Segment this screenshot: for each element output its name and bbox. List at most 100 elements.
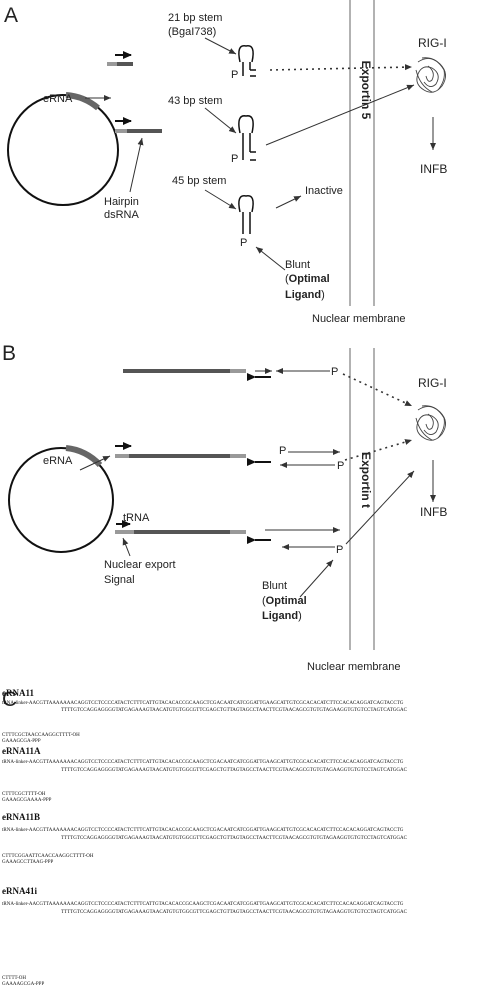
seq-tail2-3: GAAAGCCTTAAG-PPP	[2, 860, 54, 865]
plasmid-b-insert	[65, 445, 103, 468]
arrow-blunt-b	[299, 559, 334, 598]
arrow-stem43	[204, 107, 237, 134]
p-label-a2: P	[231, 153, 238, 165]
hairpin-45bp	[238, 195, 254, 234]
bar-b3-dark	[134, 530, 230, 534]
panel-a-letter: A	[4, 4, 18, 27]
arrow-nuclear-export	[122, 537, 131, 557]
erna-label-b: eRNA	[43, 455, 73, 467]
stem43-label: 43 bp stem	[168, 95, 222, 107]
nuclear-export-label-2: Signal	[104, 574, 135, 586]
bar-b2-dark	[129, 454, 230, 458]
paren-open-a: (	[285, 273, 289, 285]
seq-tail2-4: GAAAAGCGA-PPP	[2, 982, 45, 987]
dsrna-a1-light	[107, 62, 117, 66]
seq-tail1-1: CTTTCGCTAACCAAGGCTTTT-OH	[2, 733, 80, 738]
seq-tail2-2: GAAAGCGAAAA-PPP	[2, 798, 52, 803]
seq-top-2: tRNA-linker-AACGTTAAAAAAACAGGTCCTCCCCATA…	[2, 760, 404, 765]
p-label-b2: P	[279, 445, 286, 457]
stem45-label: 45 bp stem	[172, 175, 226, 187]
erna-label-a: eRNA	[43, 93, 73, 105]
rigi-protein-icon-a	[415, 57, 446, 93]
rigi-label-b: RIG-I	[418, 376, 447, 390]
bar-b1-light	[230, 369, 246, 373]
hairpin-43bp	[238, 115, 256, 161]
dotted-arrow-a	[269, 64, 413, 71]
p-label-b4: P	[336, 544, 343, 556]
arrow-to-rigi-b	[345, 470, 415, 545]
dsrna-a2-light	[115, 129, 127, 133]
stem21-label-2: (BgaI738)	[168, 26, 216, 38]
bar-b2-light-left	[115, 454, 129, 458]
dsrna-a1-dark	[117, 62, 133, 66]
p-label-a3: P	[240, 237, 247, 249]
stem21-label-1: 21 bp stem	[168, 12, 222, 24]
seq-tail1-4: CTTTT-OH	[2, 976, 26, 981]
ligand-label-b: Ligand	[262, 610, 298, 622]
seq-title-3: eRNA11B	[2, 812, 40, 822]
rigi-protein-icon-b	[415, 405, 446, 441]
seq-bottom-1: TTTTGTCCAGGAGGGGTATGAGAAAGTAACATGTGTGGCG…	[61, 708, 407, 713]
p-label-b1: P	[331, 366, 338, 378]
exportint-label: Exportin t	[359, 452, 373, 508]
membrane-label-a: Nuclear membrane	[312, 313, 406, 325]
seq-title-1: eRNA11	[2, 688, 34, 698]
dotted-arrow-b2	[344, 439, 413, 461]
plasmid-a-insert	[65, 92, 100, 111]
trna-label: tRNA	[123, 512, 150, 524]
seq-top-1: tRNA-linker-AACGTTAAAAAAACAGGTCCTCCCCATA…	[2, 701, 404, 706]
optimal-line-a: (Optimal	[285, 273, 330, 285]
infb-label-b: INFB	[420, 505, 447, 519]
exportin5-label: Exportin 5	[359, 61, 373, 120]
nuclear-export-label-1: Nuclear export	[104, 559, 176, 571]
seq-tail2-1: GAAAGCGA-PPP	[2, 739, 41, 744]
bar-b2-light-right	[230, 454, 246, 458]
hairpin-21bp	[238, 45, 256, 77]
paren-open-b: (	[262, 595, 266, 607]
ligand-line-a: Ligand)	[285, 289, 325, 301]
arrow-erna-b	[79, 455, 111, 471]
optimal-label-a: Optimal	[289, 273, 330, 285]
seq-top-3: tRNA-linker-AACGTTAAAAAAACAGGTCCTCCCCATA…	[2, 828, 404, 833]
membrane-label-b: Nuclear membrane	[307, 661, 401, 673]
arrow-hairpin	[129, 137, 144, 193]
optimal-line-b: (Optimal	[262, 595, 307, 607]
arrow-stem45	[204, 189, 237, 210]
dotted-arrow-b1	[342, 373, 413, 407]
ligand-line-b: Ligand)	[262, 610, 302, 622]
arrow-inactive	[275, 195, 302, 209]
seq-title-4: eRNA41i	[2, 886, 37, 896]
ligand-label-a: Ligand	[285, 289, 321, 301]
optimal-label-b: Optimal	[266, 595, 307, 607]
dsrna-a2-dark	[127, 129, 162, 133]
bar-b1-dark	[123, 369, 230, 373]
seq-bottom-3: TTTTGTCCAGGAGGGGTATGAGAAAGTAACATGTGTGGCG…	[61, 836, 407, 841]
blunt-label-a: Blunt	[285, 259, 310, 271]
paren-close-b: )	[298, 610, 302, 622]
arrow-blunt-a	[255, 246, 286, 271]
bar-b3-light	[230, 530, 246, 534]
seq-tail1-2: CTTTCGCTTTT-OH	[2, 792, 46, 797]
plasmid-b	[8, 447, 114, 553]
seq-bottom-4: TTTTGTCCAGGAGGGGTATGAGAAAGTAACATGTGTGGCG…	[61, 910, 407, 915]
blunt-label-b: Blunt	[262, 580, 287, 592]
hairpin-label-2: dsRNA	[104, 209, 140, 221]
panel-c-letter: C	[2, 688, 17, 711]
hairpin-label-1: Hairpin	[104, 196, 139, 208]
paren-close-a: )	[321, 289, 325, 301]
panel-b-letter: B	[2, 342, 16, 365]
seq-top-4: tRNA-linker-AACGTTAAAAAAACAGGTCCTCCCCATA…	[2, 902, 404, 907]
seq-tail1-3: CTTTCGGAATTCAACCAAGGCTTTT-OH	[2, 854, 94, 859]
rigi-label-a: RIG-I	[418, 36, 447, 50]
seq-bottom-2: TTTTGTCCAGGAGGGGTATGAGAAAGTAACATGTGTGGCG…	[61, 768, 407, 773]
arrow-to-rigi-a	[265, 84, 415, 146]
p-label-b3: P	[337, 460, 344, 472]
bar-b3-trna	[115, 530, 134, 534]
arrow-stem21	[204, 37, 237, 55]
sequence-panel: eRNA11 tRNA-linker-AACGTTAAAAAAACAGGTCCT…	[0, 688, 500, 992]
infb-label-a: INFB	[420, 162, 447, 176]
inactive-label: Inactive	[305, 185, 343, 197]
seq-title-2: eRNA11A	[2, 746, 41, 756]
plasmid-a	[7, 94, 119, 206]
